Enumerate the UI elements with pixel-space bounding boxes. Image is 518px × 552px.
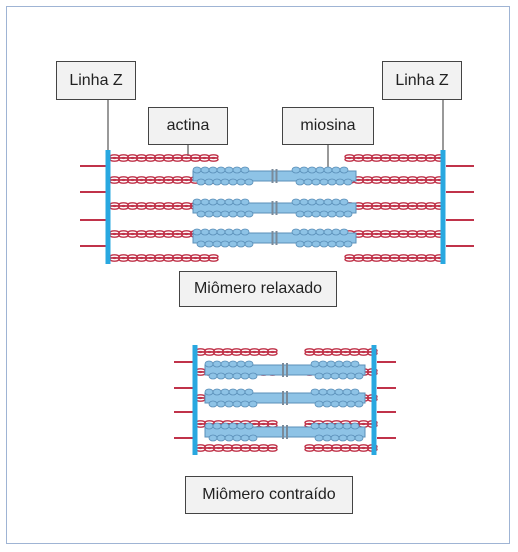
actin-filament xyxy=(344,154,445,162)
actin-filament xyxy=(344,202,445,210)
contracted-label: Miômero contraído xyxy=(185,476,353,514)
actin-filament xyxy=(344,230,445,238)
actin-filament xyxy=(304,348,378,356)
myosin-filament xyxy=(204,422,366,442)
myosin-filament xyxy=(192,228,357,248)
myosin-filament xyxy=(192,166,357,186)
myosin-filament xyxy=(192,198,357,218)
z-line-left xyxy=(105,150,111,264)
contracted-sarcomere xyxy=(174,345,396,455)
actin-filament xyxy=(195,444,278,452)
z-line-right-label: Linha Z xyxy=(382,61,462,100)
actin-filament xyxy=(344,176,445,184)
actin-filament xyxy=(344,254,445,262)
relaxed-sarcomere xyxy=(80,150,474,264)
actin-filament xyxy=(304,444,378,452)
z-line-right xyxy=(440,150,446,264)
z-line-right-contracted xyxy=(371,345,377,455)
myosin-label: miosina xyxy=(282,107,374,145)
myosin-filament xyxy=(204,360,366,380)
myosin-filament xyxy=(204,388,366,408)
actin-filament xyxy=(109,154,219,162)
z-line-left-label: Linha Z xyxy=(56,61,136,100)
z-line-left-contracted xyxy=(192,345,198,455)
relaxed-label: Miômero relaxado xyxy=(179,271,337,307)
actin-label: actina xyxy=(148,107,228,145)
actin-filament xyxy=(109,254,219,262)
actin-filament xyxy=(195,348,278,356)
